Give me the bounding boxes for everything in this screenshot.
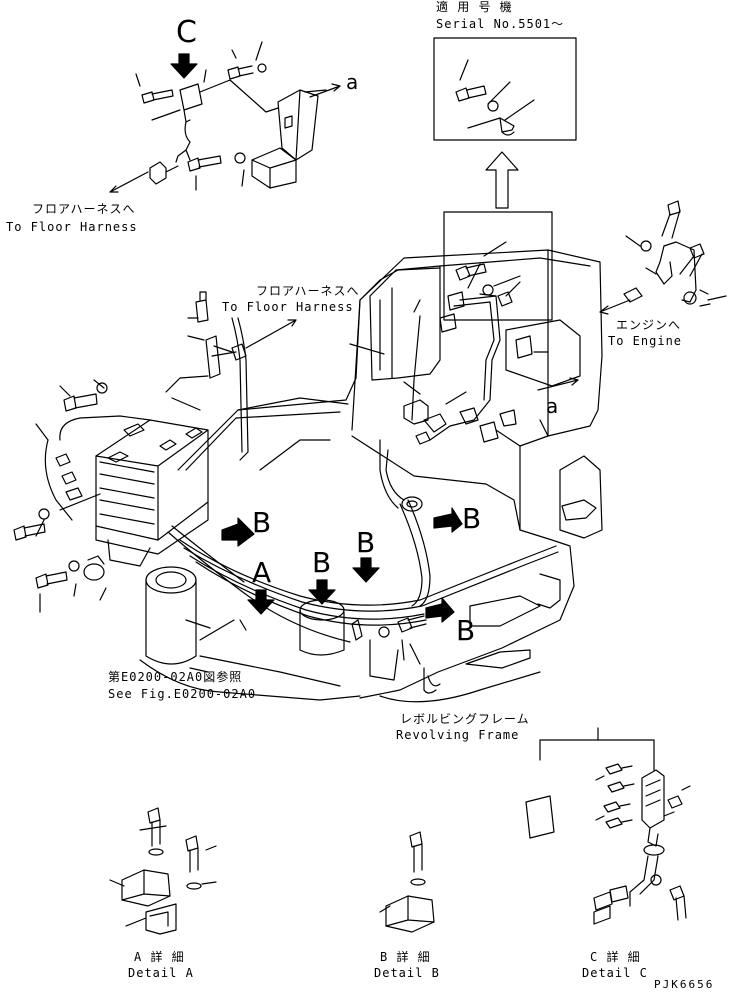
view-b-letter-5: B xyxy=(456,614,476,647)
detail-a-en: Detail A xyxy=(128,966,194,980)
detail-a-jp: A 詳 細 xyxy=(134,950,185,964)
view-b-letter-3: B xyxy=(356,526,376,559)
view-a-letter-main: A xyxy=(252,556,272,589)
detail-c-drawing xyxy=(525,727,691,925)
serial-up-arrow xyxy=(485,151,519,209)
see-fig-jp: 第E0200-02A0図参照 xyxy=(108,670,243,684)
engine-en: To Engine xyxy=(608,334,683,348)
drawing-code: PJK6656 xyxy=(654,978,715,991)
view-c-letter: C xyxy=(176,15,197,50)
engine-jp: エンジンへ xyxy=(616,318,682,332)
serial-number: Serial No.5501～ xyxy=(436,17,565,31)
detail-b-jp: B 詳 細 xyxy=(380,950,431,964)
revolving-frame-en: Revolving Frame xyxy=(396,728,520,742)
detail-a-drawing xyxy=(109,807,217,935)
floor-harness-en-center: To Floor Harness xyxy=(222,300,354,314)
view-a-letter-top: a xyxy=(346,70,359,94)
engine-arrow xyxy=(599,299,631,315)
view-c-arrow xyxy=(170,53,198,79)
floor-harness-jp-center: フロアハーネスへ xyxy=(256,284,360,298)
detail-b-en: Detail B xyxy=(374,966,440,980)
detail-c-en: Detail C xyxy=(582,966,648,980)
view-a-arrow xyxy=(247,589,275,615)
arrow-to-a-right xyxy=(537,377,579,391)
revolving-frame-jp: レボルビングフレーム xyxy=(400,712,530,726)
see-fig-en: See Fig.E0200-02A0 xyxy=(108,687,257,701)
revolving-frame-leader xyxy=(423,667,437,694)
floor-harness-arrow-center xyxy=(245,319,297,349)
serial-title: 適 用 号 機 xyxy=(436,0,513,14)
view-b-letter-2: B xyxy=(462,502,482,535)
floor-harness-arrow-left xyxy=(109,171,149,193)
main-frame-assembly xyxy=(13,249,603,703)
serial-detail-box xyxy=(433,37,577,141)
see-fig-leader xyxy=(189,667,209,673)
engine-connector-assembly xyxy=(623,200,727,307)
detail-c-jp: C 詳 細 xyxy=(590,950,641,964)
arrow-to-a-top xyxy=(309,83,341,98)
view-b-arrows xyxy=(221,507,463,623)
view-b-letter-4: B xyxy=(312,546,332,579)
floor-harness-en-left: To Floor Harness xyxy=(6,220,138,234)
view-a-letter-right: a xyxy=(546,394,559,418)
main-serial-box xyxy=(443,211,553,321)
top-left-bracket-assembly xyxy=(135,41,327,191)
floor-harness-jp-left: フロアハーネスへ xyxy=(32,202,136,216)
view-b-letter-1: B xyxy=(252,506,272,539)
detail-b-drawing xyxy=(379,831,435,933)
